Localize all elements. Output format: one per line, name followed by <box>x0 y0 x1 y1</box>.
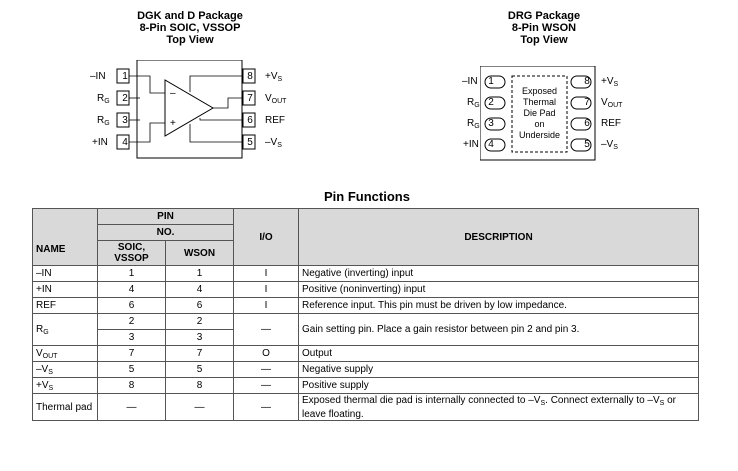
rg-name-cell: RG <box>32 313 98 346</box>
header-name: NAME <box>32 208 98 266</box>
soic-pin-7-label: VOUT <box>265 93 287 105</box>
table-row: VOUT 7 7 O Output <box>32 345 699 362</box>
thermal-pad-desc: Exposed thermal die pad is internally co… <box>298 393 699 421</box>
vout-name-cell: VOUT <box>32 345 98 362</box>
soic-pin-1-label: –IN <box>90 71 106 82</box>
wson-pin-6-label: REF <box>601 118 621 129</box>
wson-pin-5-label: –VS <box>601 139 618 151</box>
wson-package-diagram <box>480 66 596 161</box>
wson-pin-8-label: +VS <box>601 76 619 88</box>
soic-pin-1-number: 1 <box>122 71 128 82</box>
wson-pin-5-number: 5 <box>584 139 590 150</box>
pin-functions-title: Pin Functions <box>324 189 410 204</box>
soic-pin-5-label: –VS <box>265 137 282 149</box>
soic-pin-4-number: 4 <box>122 137 128 148</box>
wson-pin-6-number: 6 <box>584 118 590 129</box>
left-package-title: DGK and D Package 8-Pin SOIC, VSSOP Top … <box>137 10 243 46</box>
header-wson: WSON <box>165 240 234 266</box>
table-row: –VS 5 5 — Negative supply <box>32 361 699 378</box>
soic-pin-8-label: +VS <box>265 71 283 83</box>
wson-pin-4-number: 4 <box>488 139 494 150</box>
soic-pin-6-number: 6 <box>247 115 253 126</box>
wson-pin-3-label: RG <box>467 118 480 130</box>
soic-pin-8-number: 8 <box>247 71 253 82</box>
table-row: –IN 1 1 I Negative (inverting) input <box>32 265 699 282</box>
exposed-pad-label: Exposed Thermal Die Pad on Underside <box>518 86 561 140</box>
amp-plus-symbol: + <box>170 118 176 129</box>
soic-pin-5-number: 5 <box>247 137 253 148</box>
pin-functions-table: NAME PIN I/O DESCRIPTION NO. SOIC,VSSOP … <box>32 208 699 421</box>
table-row: +IN 4 4 I Positive (noninverting) input <box>32 281 699 298</box>
wson-pin-2-number: 2 <box>488 97 494 108</box>
wson-pin-1-label: –IN <box>462 76 478 87</box>
header-description: DESCRIPTION <box>298 208 699 266</box>
amp-minus-symbol: – <box>170 88 176 99</box>
wson-pin-7-number: 7 <box>584 97 590 108</box>
table-row: RG 2 2 — Gain setting pin. Place a gain … <box>32 313 699 346</box>
right-package-title: DRG Package 8-Pin WSON Top View <box>507 10 581 46</box>
soic-pin-4-label: +IN <box>92 137 108 148</box>
soic-pin-2-number: 2 <box>122 93 128 104</box>
pos-vs-name-cell: +VS <box>32 377 98 394</box>
table-row: +VS 8 8 — Positive supply <box>32 377 699 394</box>
table-row: REF 6 6 I Reference input. This pin must… <box>32 297 699 314</box>
soic-pin-2-label: RG <box>97 93 110 105</box>
wson-pin-2-label: RG <box>467 97 480 109</box>
soic-pin-3-label: RG <box>97 115 110 127</box>
soic-pin-3-number: 3 <box>122 115 128 126</box>
header-pin: PIN <box>97 208 234 225</box>
header-no: NO. <box>97 224 234 241</box>
neg-vs-name-cell: –VS <box>32 361 98 378</box>
wson-pin-4-label: +IN <box>463 139 479 150</box>
wson-pin-8-number: 8 <box>584 76 590 87</box>
soic-pin-6-label: REF <box>265 115 285 126</box>
table-row: Thermal pad — — — Exposed thermal die pa… <box>32 393 699 421</box>
soic-package-diagram <box>116 60 256 159</box>
wson-pin-7-label: VOUT <box>601 97 623 109</box>
header-soic-vssop: SOIC,VSSOP <box>97 240 166 266</box>
wson-pin-3-number: 3 <box>488 118 494 129</box>
soic-pin-7-number: 7 <box>247 93 253 104</box>
header-io: I/O <box>233 208 299 266</box>
wson-pin-1-number: 1 <box>488 76 494 87</box>
table-row: 3 3 <box>33 329 699 346</box>
